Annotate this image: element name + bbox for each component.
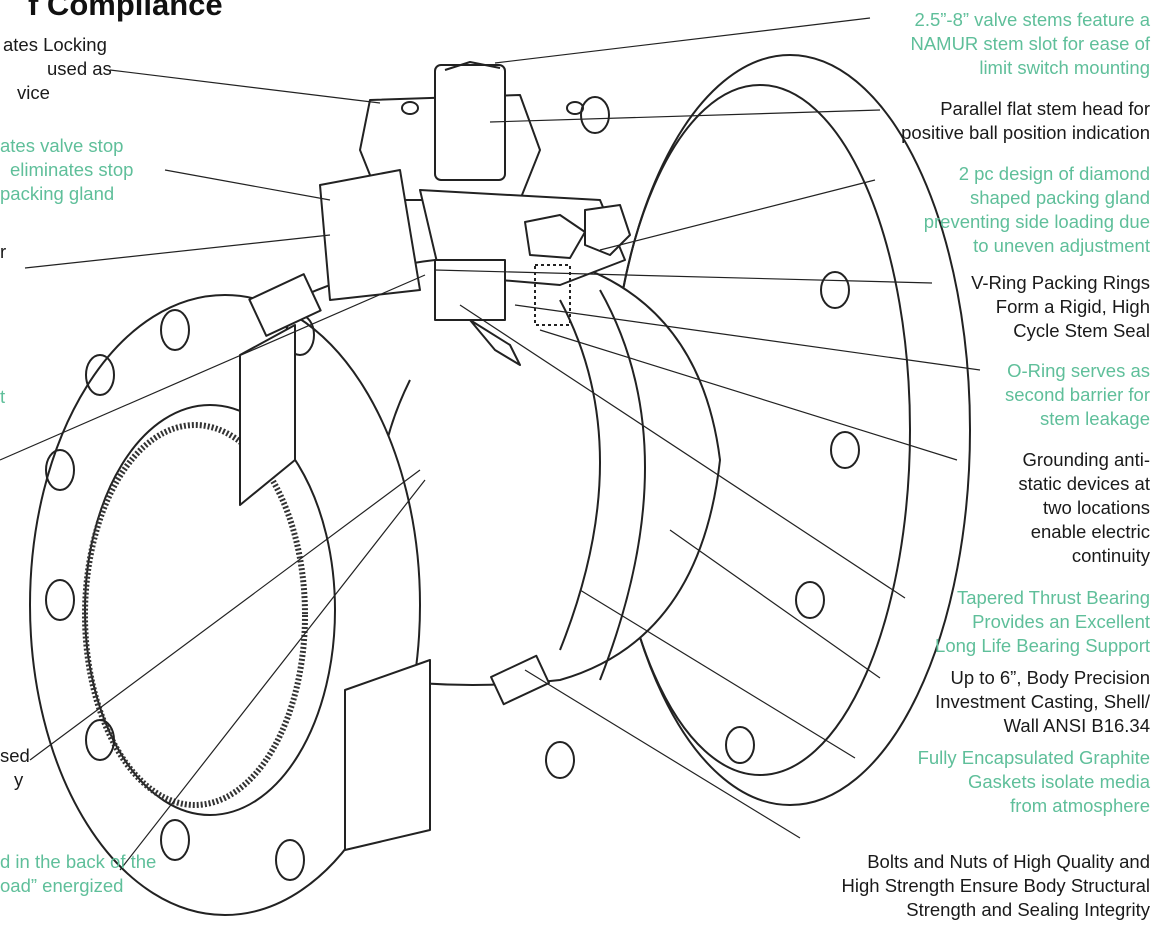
- callout-line: sed: [0, 745, 30, 766]
- callout-graphite-gaskets: Fully Encapsulated Graphite Gaskets isol…: [918, 746, 1150, 818]
- callout-tapered-thrust-bearing: Tapered Thrust Bearing Provides an Excel…: [935, 586, 1150, 658]
- callout-line: ates Locking: [3, 34, 107, 55]
- callout-o-ring: O-Ring serves as second barrier for stem…: [1005, 359, 1150, 431]
- callout-line: r: [0, 241, 7, 262]
- callout-line: continuity: [1071, 545, 1150, 566]
- callout-line: t: [0, 386, 6, 407]
- callout-line: static devices at: [1018, 473, 1150, 494]
- callout-line: 2.5”-8” valve stems feature a: [914, 9, 1150, 30]
- callout-line: two locations: [1043, 497, 1150, 518]
- callout-line: Parallel flat stem head for: [940, 98, 1150, 119]
- callout-line: Form a Rigid, High: [995, 296, 1150, 317]
- callout-line: V-Ring Packing Rings: [971, 272, 1150, 293]
- callout-line: NAMUR stem slot for ease of: [910, 33, 1150, 54]
- callout-line: ates valve stop: [0, 135, 124, 156]
- callout-valve-stop: ates valve stop eliminates stop packing …: [0, 134, 133, 206]
- callout-line: y: [14, 769, 24, 790]
- callout-line: packing gland: [0, 183, 115, 204]
- callout-line: Wall ANSI B16.34: [1003, 715, 1150, 736]
- callout-line: from atmosphere: [1010, 795, 1150, 816]
- callout-line: to uneven adjustment: [973, 235, 1150, 256]
- callout-line: preventing side loading due: [923, 211, 1150, 232]
- callout-line: enable electric: [1030, 521, 1150, 542]
- callout-bolts-and-nuts: Bolts and Nuts of High Quality and High …: [842, 850, 1151, 922]
- callout-cropped-r: r: [0, 240, 6, 264]
- callout-line: eliminates stop: [10, 159, 134, 180]
- callout-line: Investment Casting, Shell/: [935, 691, 1150, 712]
- callout-body-casting: Up to 6”, Body Precision Investment Cast…: [935, 666, 1150, 738]
- callout-line: stem leakage: [1039, 408, 1150, 429]
- callout-line: Grounding anti-: [1022, 449, 1150, 470]
- callout-line: second barrier for: [1005, 384, 1150, 405]
- callout-locking-device: ates Locking used as vice: [3, 33, 112, 105]
- callout-line: shaped packing gland: [969, 187, 1150, 208]
- callout-parallel-stem-head: Parallel flat stem head for positive bal…: [901, 97, 1150, 145]
- callout-line: vice: [17, 82, 50, 103]
- callout-load-energized: d in the back of the oad” energized: [0, 850, 156, 898]
- callout-line: Bolts and Nuts of High Quality and: [867, 851, 1150, 872]
- callout-line: used as: [47, 58, 112, 79]
- callout-line: Tapered Thrust Bearing: [957, 587, 1150, 608]
- page-title: f Compliance: [28, 0, 223, 22]
- callout-line: oad” energized: [0, 875, 124, 896]
- callout-line: Fully Encapsulated Graphite: [917, 747, 1150, 768]
- callout-line: O-Ring serves as: [1007, 360, 1150, 381]
- callout-grounding-anti-static: Grounding anti- static devices at two lo…: [1018, 448, 1150, 568]
- callout-line: Up to 6”, Body Precision: [950, 667, 1150, 688]
- callout-line: Provides an Excellent: [972, 611, 1150, 632]
- callout-line: d in the back of the: [0, 851, 157, 872]
- callout-cropped-sed: sed y: [0, 744, 30, 792]
- callout-line: limit switch mounting: [979, 57, 1150, 78]
- callout-line: Strength and Sealing Integrity: [906, 899, 1150, 920]
- callout-line: positive ball position indication: [901, 122, 1150, 143]
- callout-line: Gaskets isolate media: [967, 771, 1150, 792]
- callout-line: High Strength Ensure Body Structural: [841, 875, 1151, 896]
- callout-line: 2 pc design of diamond: [958, 163, 1150, 184]
- callout-v-ring-packing: V-Ring Packing Rings Form a Rigid, High …: [971, 271, 1150, 343]
- callout-cropped-t: t: [0, 385, 5, 409]
- callout-line: Long Life Bearing Support: [935, 635, 1150, 656]
- callout-line: Cycle Stem Seal: [1013, 320, 1150, 341]
- callout-packing-gland: 2 pc design of diamond shaped packing gl…: [924, 162, 1150, 258]
- stem-head: [434, 64, 506, 181]
- callout-namur-stem-slot: 2.5”-8” valve stems feature a NAMUR stem…: [910, 8, 1150, 80]
